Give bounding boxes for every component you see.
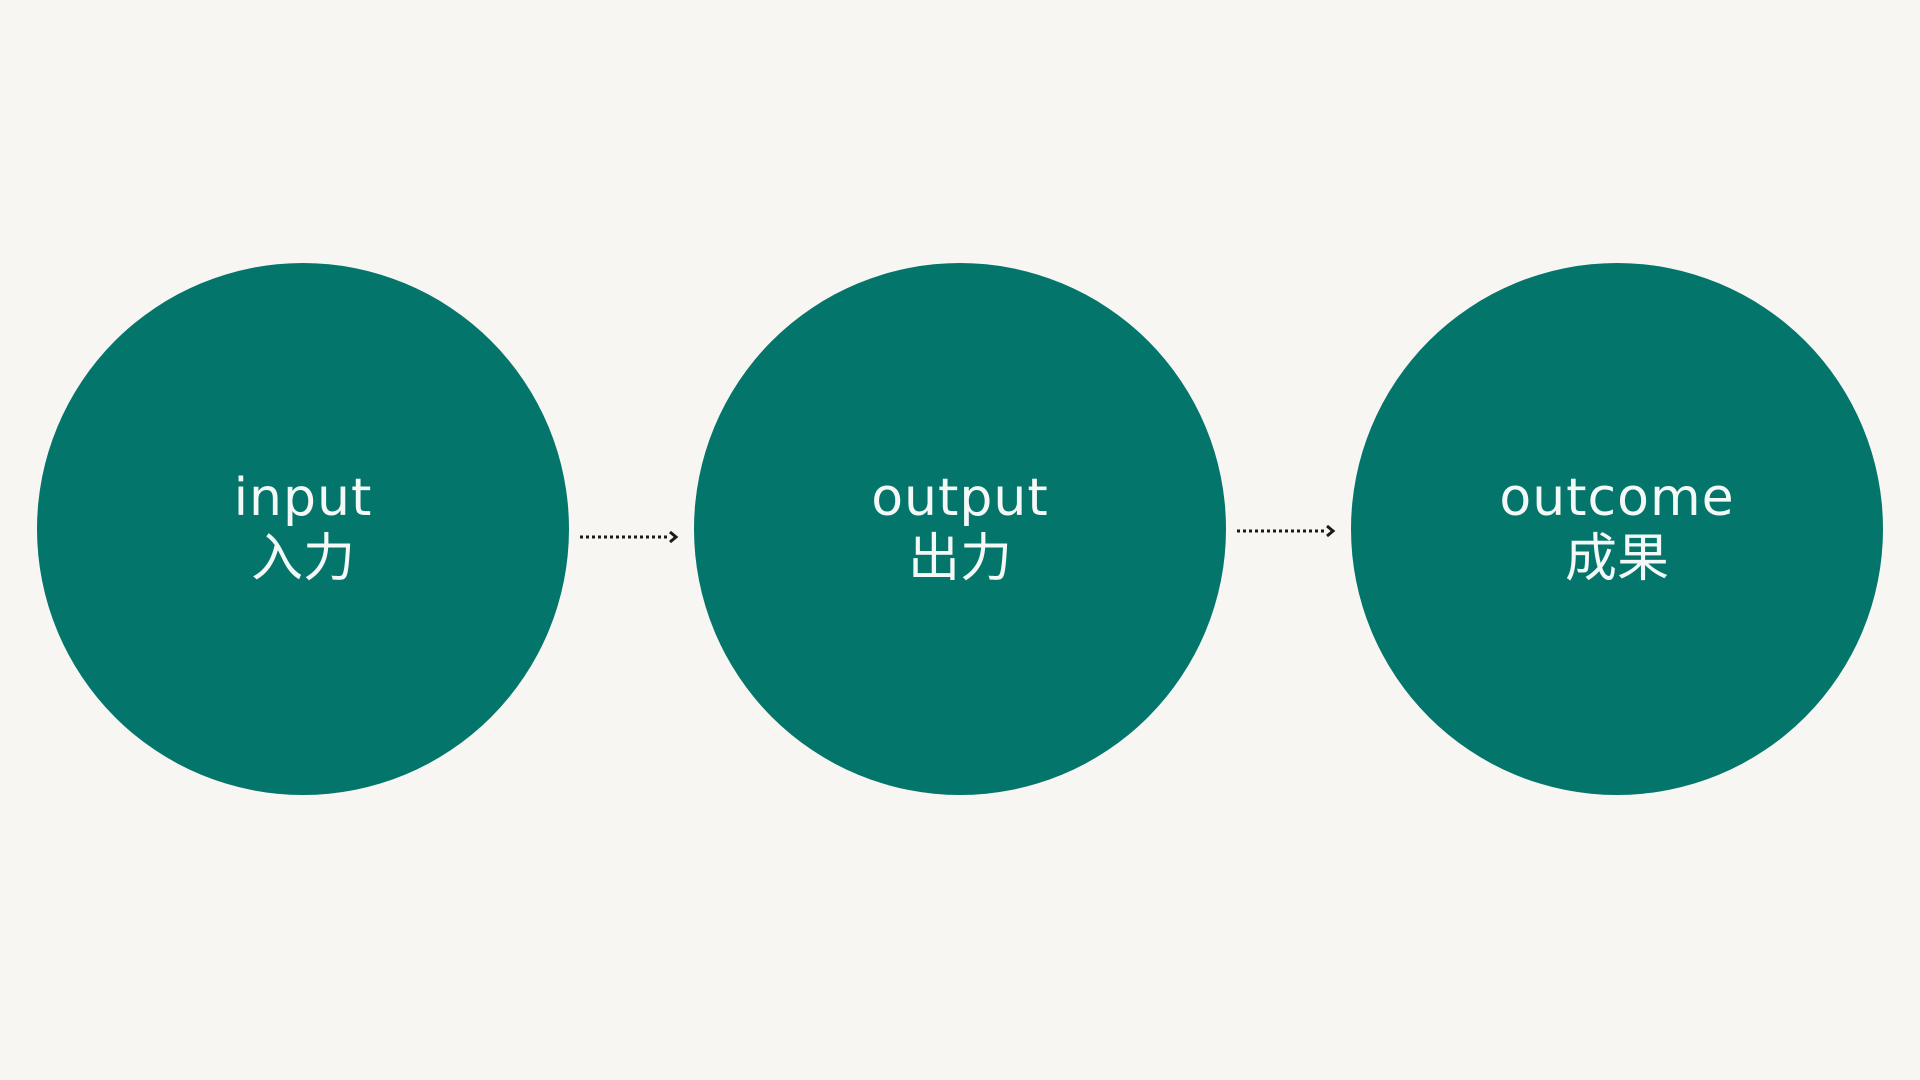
arrow-head — [1326, 524, 1336, 538]
arrow-head — [669, 530, 679, 544]
node-outcome: outcome 成果 — [1351, 263, 1883, 795]
node-outcome-label: outcome — [1499, 468, 1735, 528]
node-outcome-label-ja: 成果 — [1564, 529, 1669, 589]
arrow-output-to-outcome — [1237, 524, 1336, 538]
node-input-label: input — [233, 468, 373, 528]
node-output: output 出力 — [694, 263, 1226, 795]
node-input-label-ja: 入力 — [250, 529, 355, 589]
node-input: input 入力 — [37, 263, 569, 795]
arrow-input-to-output — [580, 530, 679, 544]
node-output-label: output — [871, 468, 1049, 528]
node-output-label-ja: 出力 — [907, 529, 1012, 589]
